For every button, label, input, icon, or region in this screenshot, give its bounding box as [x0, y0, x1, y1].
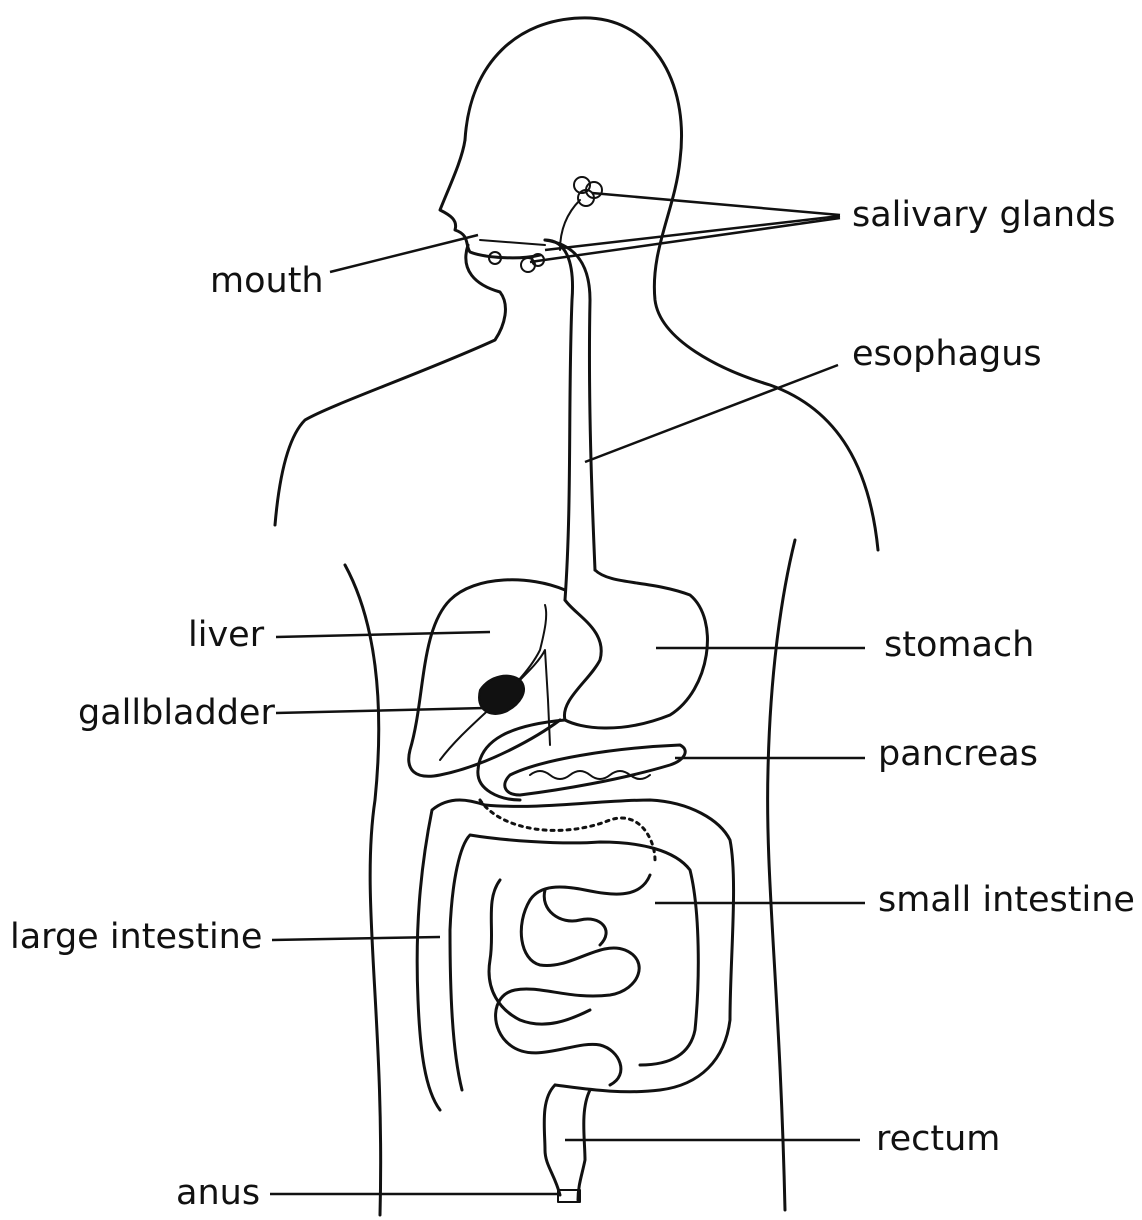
esophagus-tube — [545, 240, 573, 600]
label-liver: liver — [188, 618, 264, 653]
small-intestine-coils-3 — [544, 890, 606, 945]
small-intestine-coils-2 — [489, 880, 590, 1024]
rectum-outline — [544, 1085, 560, 1195]
salivary-duct-lower — [480, 240, 545, 245]
leader-salivary-upper — [592, 193, 840, 215]
label-small-intestine: small intestine — [878, 883, 1135, 918]
label-mouth: mouth — [210, 264, 324, 299]
rectum-outline-right — [578, 1090, 590, 1200]
torso-right-side — [768, 540, 795, 1210]
gallbladder-shape — [479, 676, 524, 714]
label-rectum: rectum — [876, 1122, 1000, 1157]
leader-mouth — [330, 235, 478, 272]
label-stomach: stomach — [884, 628, 1034, 663]
body-outline-head — [465, 18, 878, 550]
label-pancreas: pancreas — [878, 737, 1038, 772]
leader-salivary-lower-a — [530, 218, 840, 262]
leader-large-intestine — [272, 937, 440, 940]
leader-gallbladder — [276, 708, 485, 713]
label-large-intestine: large intestine — [10, 920, 262, 955]
leader-esophagus — [585, 365, 838, 462]
leader-liver — [276, 632, 490, 637]
torso-left-side — [345, 565, 381, 1215]
label-esophagus: esophagus — [852, 337, 1042, 372]
small-intestine-coils — [496, 875, 650, 1085]
dotted-colon-path — [480, 800, 655, 860]
label-gallbladder: gallbladder — [78, 696, 275, 731]
large-intestine-inner — [450, 835, 698, 1090]
salivary-duct-upper — [560, 200, 580, 250]
label-anus: anus — [176, 1176, 260, 1211]
label-salivary-glands: salivary glands — [852, 198, 1116, 233]
leader-salivary-lower-b — [545, 216, 840, 250]
pancreas-outline — [505, 745, 685, 795]
